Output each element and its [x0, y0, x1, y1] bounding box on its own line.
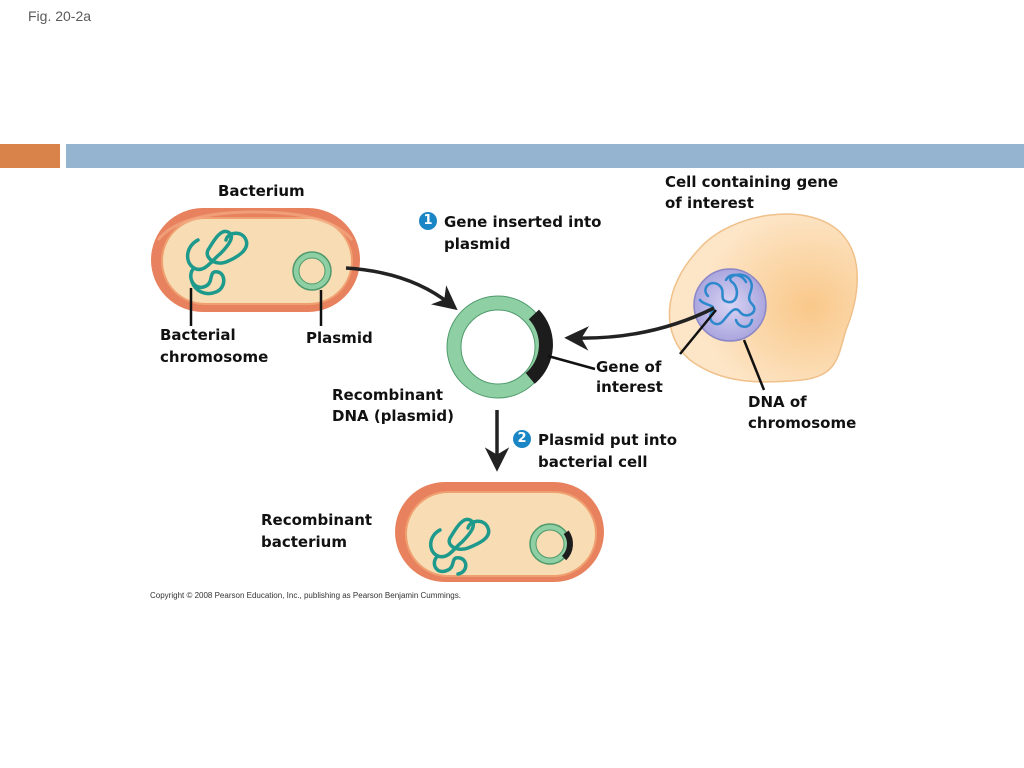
leader-dna-of-chromosome	[742, 339, 766, 391]
plasmid-backbone	[447, 296, 549, 398]
label-bacterial-chromosome-line2: chromosome	[160, 348, 269, 366]
leader-cell-dna	[679, 309, 717, 355]
inserted-gene-segment	[525, 309, 553, 384]
step-1-text-line2: plasmid	[444, 235, 511, 253]
label-gene-of-interest-line2: interest	[596, 378, 663, 396]
step-2-badge: 2	[513, 430, 531, 448]
label-gene-of-interest-line1: Gene of	[596, 358, 662, 376]
label-recombinant-bacterium-line2: bacterium	[261, 533, 347, 551]
dna-of-chromosome	[698, 273, 756, 328]
arrow-gene-to-plasmid	[564, 306, 715, 351]
label-plasmid: Plasmid	[306, 329, 373, 347]
label-cell-line1: Cell containing gene	[665, 173, 839, 191]
header-accent-blue	[66, 144, 1024, 168]
label-recombinant-dna-line2: DNA (plasmid)	[332, 407, 454, 425]
recombinant-chromosome	[429, 517, 491, 576]
donor-cell	[668, 213, 858, 383]
label-bacterium: Bacterium	[218, 182, 305, 200]
copyright-notice: Copyright © 2008 Pearson Education, Inc.…	[150, 591, 461, 600]
header-accent-orange	[0, 144, 60, 168]
label-cell-line2: of interest	[665, 194, 754, 212]
label-dna-of-chromosome-line2: chromosome	[748, 414, 857, 432]
bacterium	[151, 208, 360, 312]
label-recombinant-dna-line1: Recombinant	[332, 386, 444, 404]
leader-gene-of-interest	[547, 354, 596, 371]
label-bacterial-chromosome-line1: Bacterial	[160, 326, 236, 344]
step-1-text-line1: Gene inserted into	[444, 213, 602, 231]
figure-label: Fig. 20-2a	[28, 8, 92, 24]
label-recombinant-bacterium-line1: Recombinant	[261, 511, 373, 529]
recombinant-bacterium	[395, 482, 604, 582]
label-dna-of-chromosome-line1: DNA of	[748, 393, 807, 411]
recombinant-plasmid	[446, 295, 553, 399]
step-2-text-line1: Plasmid put into	[538, 431, 678, 449]
step-1-badge: 1	[419, 212, 437, 230]
step-2-text-line2: bacterial cell	[538, 453, 648, 471]
bacterial-chromosome	[185, 229, 249, 296]
recombinant-gene-segment	[561, 530, 573, 561]
arrow-to-plasmid	[345, 266, 458, 311]
